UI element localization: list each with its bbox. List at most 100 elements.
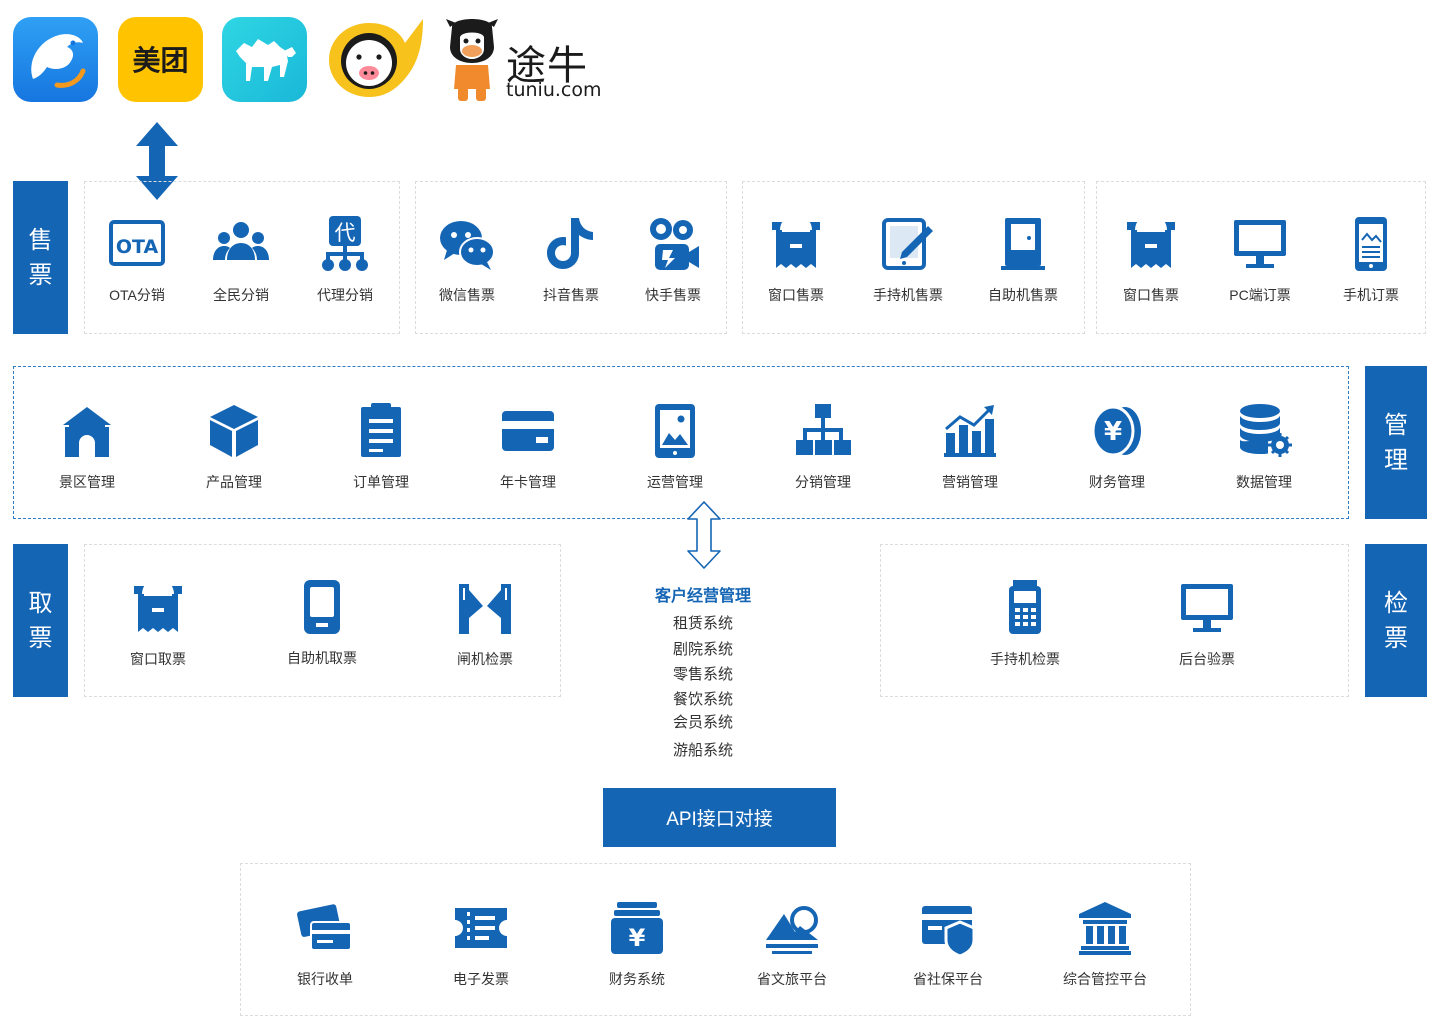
item-label: 窗口取票 [130,651,186,667]
window-booking[interactable]: 窗口售票 [1096,216,1206,316]
integration-group [240,863,1191,1016]
operations-management[interactable]: 运营管理 [620,403,730,503]
tab-manage: 管 理 [1365,366,1427,519]
tuniu-logo: 途牛 tuniu.com [444,17,604,103]
api-integration-button[interactable]: API接口对接 [603,788,836,847]
sell-group-online [1096,181,1426,334]
turnstile-icon [457,580,513,636]
kiosk-sales[interactable]: 自助机售票 [968,216,1078,316]
item-label: 营销管理 [942,474,998,490]
tab-sell-char-1: 售 [28,225,53,254]
backend-check[interactable]: 后台验票 [1152,580,1262,680]
provincial-tourism-platform[interactable]: 省文旅平台 [737,900,847,1000]
shield-card-icon [920,900,976,956]
database-gear-icon [1236,403,1292,459]
system-theater: 剧院系统 [672,641,733,658]
scenic-management[interactable]: 景区管理 [32,403,142,503]
distribution-management[interactable]: 分销管理 [768,403,878,503]
item-label: 财务管理 [1089,474,1145,490]
card-icon [500,403,556,459]
handheld-sales[interactable]: 手持机售票 [853,216,963,316]
item-label: 全民分销 [213,287,269,303]
double-arrow-outline-icon [687,501,721,569]
finance-management[interactable]: 财务管理 [1062,403,1172,503]
item-label: 财务系统 [609,971,665,987]
item-label: 手持机售票 [873,287,943,303]
tab-manage-char-2: 理 [1384,445,1408,474]
tuniu-domain: tuniu.com [506,79,602,101]
kiosk-icon [995,216,1051,272]
system-rental: 租赁系统 [672,615,733,632]
data-management[interactable]: 数据管理 [1209,403,1319,503]
item-label: 手机订票 [1343,287,1399,303]
wechat-sales[interactable]: 微信售票 [412,216,522,316]
customer-mgmt-title: 客户经营管理 [654,588,751,605]
e-invoice[interactable]: 电子发票 [426,900,536,1000]
mobile-booking[interactable]: 手机订票 [1316,216,1426,316]
item-label: 分销管理 [795,474,851,490]
tab-pickup-char-2: 票 [28,623,53,652]
window-pickup[interactable]: 窗口取票 [103,580,213,680]
item-label: 闸机检票 [457,651,513,667]
kuaishou-icon [645,216,701,272]
douyin-sales[interactable]: 抖音售票 [516,216,626,316]
finance-system[interactable]: 财务系统 [582,900,692,1000]
ticket-window-icon [768,216,824,272]
meituan-logo: 美团 [118,17,203,102]
annual-card-management[interactable]: 年卡管理 [473,403,583,503]
tab-pickup-char-1: 取 [28,588,53,617]
tab-check-char-2: 票 [1384,623,1408,652]
window-sales[interactable]: 窗口售票 [741,216,851,316]
kuaishou-sales[interactable]: 快手售票 [618,216,728,316]
sell-group-onsite [742,181,1085,334]
bank-acquiring[interactable]: 银行收单 [270,900,380,1000]
sell-group-distribution [84,181,400,334]
tab-sell-char-2: 票 [28,260,53,289]
chart-growth-icon [942,403,998,459]
handheld-scanner-icon [997,580,1053,636]
handheld-pen-icon [880,216,936,272]
item-label: 手持机检票 [990,651,1060,667]
yuan-coin-icon [1089,403,1145,459]
svg-text:美团: 美团 [132,44,188,77]
self-service-terminal-icon [294,579,350,635]
pc-booking[interactable]: PC端订票 [1205,216,1315,316]
landscape-icon [764,900,820,956]
ota-distribution[interactable]: OTA分销 [82,216,192,316]
douyin-icon [543,216,599,272]
item-label: 窗口售票 [1123,287,1179,303]
double-arrow-icon [136,122,178,200]
item-label: 自助机售票 [988,287,1058,303]
order-management[interactable]: 订单管理 [326,403,436,503]
item-label: 数据管理 [1236,474,1292,490]
integrated-control-platform[interactable]: 综合管控平台 [1050,900,1160,1000]
provincial-social-security-platform[interactable]: 省社保平台 [893,900,1003,1000]
monitor-icon [1232,216,1288,272]
agent-distribution[interactable]: 代理分销 [290,216,400,316]
agent-icon [317,216,373,272]
hierarchy-icon [795,403,851,459]
cube-icon [206,403,262,459]
check-group [880,544,1349,697]
fliggy-logo [222,17,307,102]
item-label: 自助机取票 [287,650,357,666]
handheld-check[interactable]: 手持机检票 [970,580,1080,680]
kiosk-pickup[interactable]: 自助机取票 [267,579,377,679]
tab-sell: 售 票 [13,181,68,334]
item-label: 代理分销 [317,287,373,303]
item-label: 窗口售票 [768,287,824,303]
bank-card-icon [297,900,353,956]
tuniu-name: 途牛 [506,43,588,89]
public-distribution[interactable]: 全民分销 [186,216,296,316]
product-management[interactable]: 产品管理 [179,403,289,503]
marketing-management[interactable]: 营销管理 [915,403,1025,503]
pickup-group [84,544,561,697]
ota-icon [109,216,165,272]
tab-check-char-1: 检 [1384,588,1408,617]
institution-icon [1077,900,1133,956]
item-label: 省社保平台 [913,971,983,987]
item-label: 年卡管理 [500,474,556,490]
ticket-window-icon [1123,216,1179,272]
tablet-image-icon [647,403,703,459]
gate-check[interactable]: 闸机检票 [430,580,540,680]
